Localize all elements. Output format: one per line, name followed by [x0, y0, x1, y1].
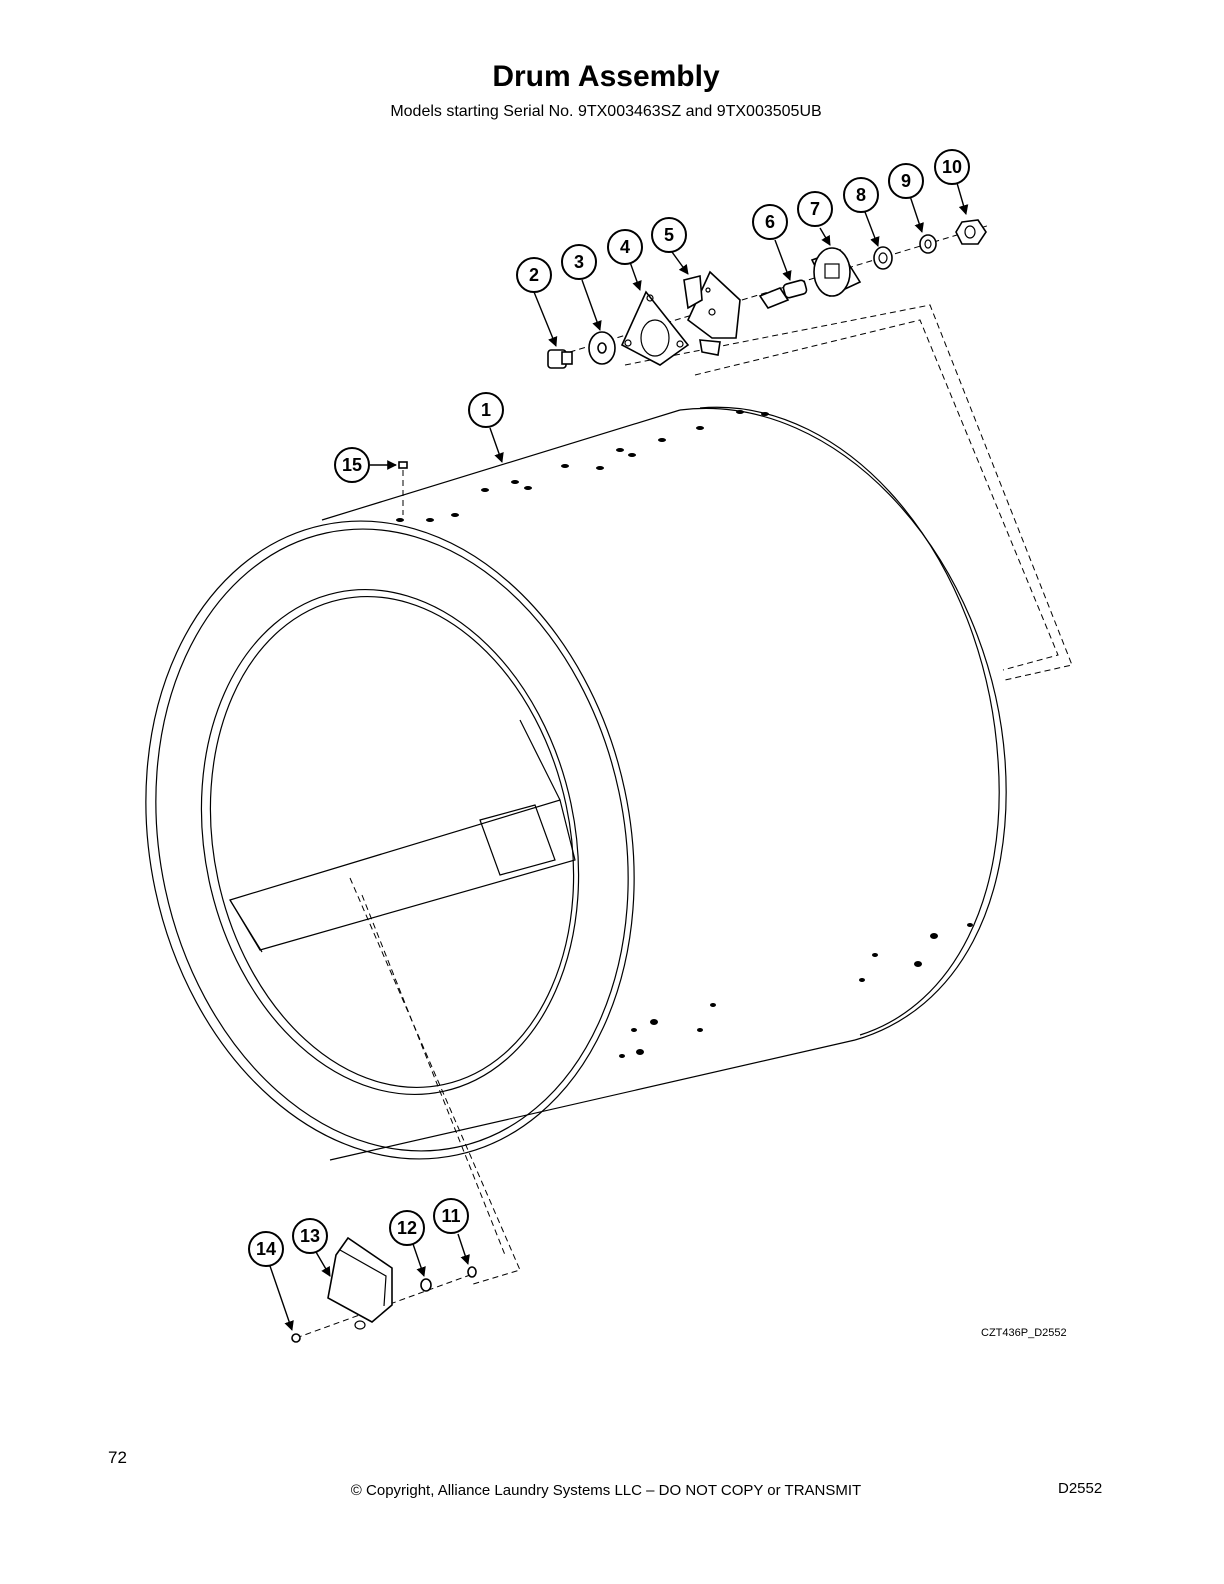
svg-text:13: 13 [300, 1226, 320, 1246]
callout-14: 14 [248, 1231, 284, 1267]
svg-text:6: 6 [765, 212, 775, 232]
washer-part-12 [420, 1278, 432, 1292]
lock-washer-part-9 [919, 234, 937, 254]
svg-text:2: 2 [529, 265, 539, 285]
callout-15: 15 [334, 447, 370, 483]
drum-body [145, 406, 1007, 1161]
washer-part-3 [588, 331, 616, 365]
pulley-part-7 [810, 247, 862, 298]
bracket-part-5 [683, 270, 741, 356]
callout-2: 2 [516, 257, 552, 293]
svg-text:14: 14 [256, 1239, 276, 1259]
page-number: 72 [108, 1448, 127, 1467]
bearing-plate-part-4 [620, 290, 690, 366]
callout-3: 3 [561, 244, 597, 280]
svg-text:8: 8 [856, 185, 866, 205]
shaft-part-6 [758, 279, 808, 309]
copyright-notice: © Copyright, Alliance Laundry Systems LL… [350, 1482, 862, 1499]
bolt-part-2 [547, 349, 573, 369]
svg-text:9: 9 [901, 171, 911, 191]
callout-5: 5 [651, 217, 687, 253]
dashed-guide-lines [349, 304, 1073, 1286]
hub-parts [547, 219, 991, 369]
bottom-parts [291, 1236, 477, 1343]
callout-6: 6 [752, 204, 788, 240]
nut-part-10 [955, 219, 987, 245]
callout-10: 10 [934, 149, 970, 185]
callout-1: 1 [468, 392, 504, 428]
svg-text:10: 10 [942, 157, 962, 177]
document-code: D2552 [1058, 1480, 1103, 1497]
svg-text:5: 5 [664, 225, 674, 245]
drawing-code: CZT436P_D2552 [981, 1327, 1067, 1339]
callout-13: 13 [292, 1218, 328, 1254]
svg-text:1: 1 [481, 400, 491, 420]
svg-text:11: 11 [441, 1206, 460, 1226]
page-subtitle: Models starting Serial No. 9TX003463SZ a… [390, 103, 822, 120]
callout-11: 11 [433, 1198, 469, 1234]
callout-8: 8 [843, 177, 879, 213]
svg-text:3: 3 [574, 252, 584, 272]
leader-lines [269, 182, 969, 1331]
svg-text:7: 7 [810, 199, 820, 219]
callout-4: 4 [607, 229, 643, 265]
svg-text:4: 4 [620, 237, 630, 257]
svg-text:12: 12 [397, 1218, 417, 1238]
cover-part-13 [327, 1236, 393, 1330]
screw-part-14 [291, 1333, 301, 1343]
callout-12: 12 [389, 1210, 425, 1246]
screw-part-15 [398, 461, 408, 515]
page-title: Drum Assembly [492, 60, 720, 93]
svg-text:15: 15 [342, 455, 362, 475]
washer-part-8 [873, 246, 893, 270]
nut-part-11 [467, 1266, 477, 1278]
callout-7: 7 [797, 191, 833, 227]
callout-9: 9 [888, 163, 924, 199]
